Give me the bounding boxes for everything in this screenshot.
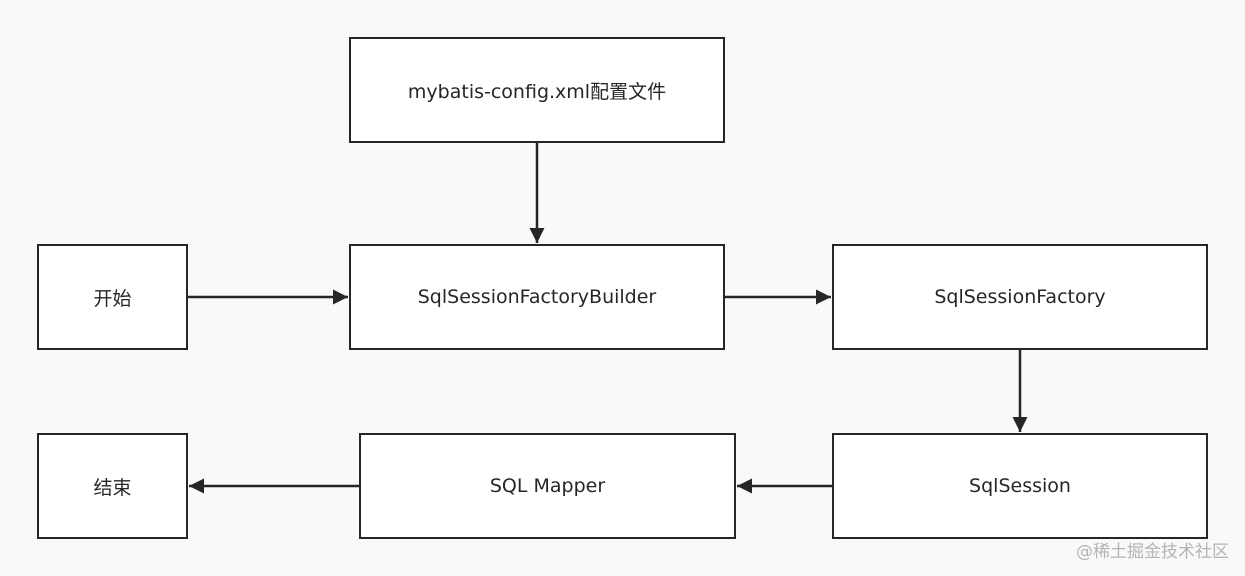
node-sqlsessionfactory: SqlSessionFactory (832, 244, 1208, 350)
node-label: 结束 (93, 476, 132, 499)
node-sql-mapper: SQL Mapper (359, 433, 736, 539)
node-mybatis-config: mybatis-config.xml配置文件 (349, 37, 725, 143)
node-label: SqlSessionFactory (934, 286, 1106, 308)
node-start: 开始 (37, 244, 188, 350)
node-sqlsessionfactorybuilder: SqlSessionFactoryBuilder (349, 244, 725, 350)
node-label: SqlSession (969, 475, 1071, 497)
node-label: mybatis-config.xml配置文件 (407, 80, 667, 103)
node-label: SqlSessionFactoryBuilder (417, 286, 657, 308)
watermark: @稀土掘金技术社区 (1076, 542, 1229, 562)
node-sqlsession: SqlSession (832, 433, 1208, 539)
node-end: 结束 (37, 433, 188, 539)
node-label: SQL Mapper (489, 475, 606, 497)
node-label: 开始 (93, 287, 132, 310)
